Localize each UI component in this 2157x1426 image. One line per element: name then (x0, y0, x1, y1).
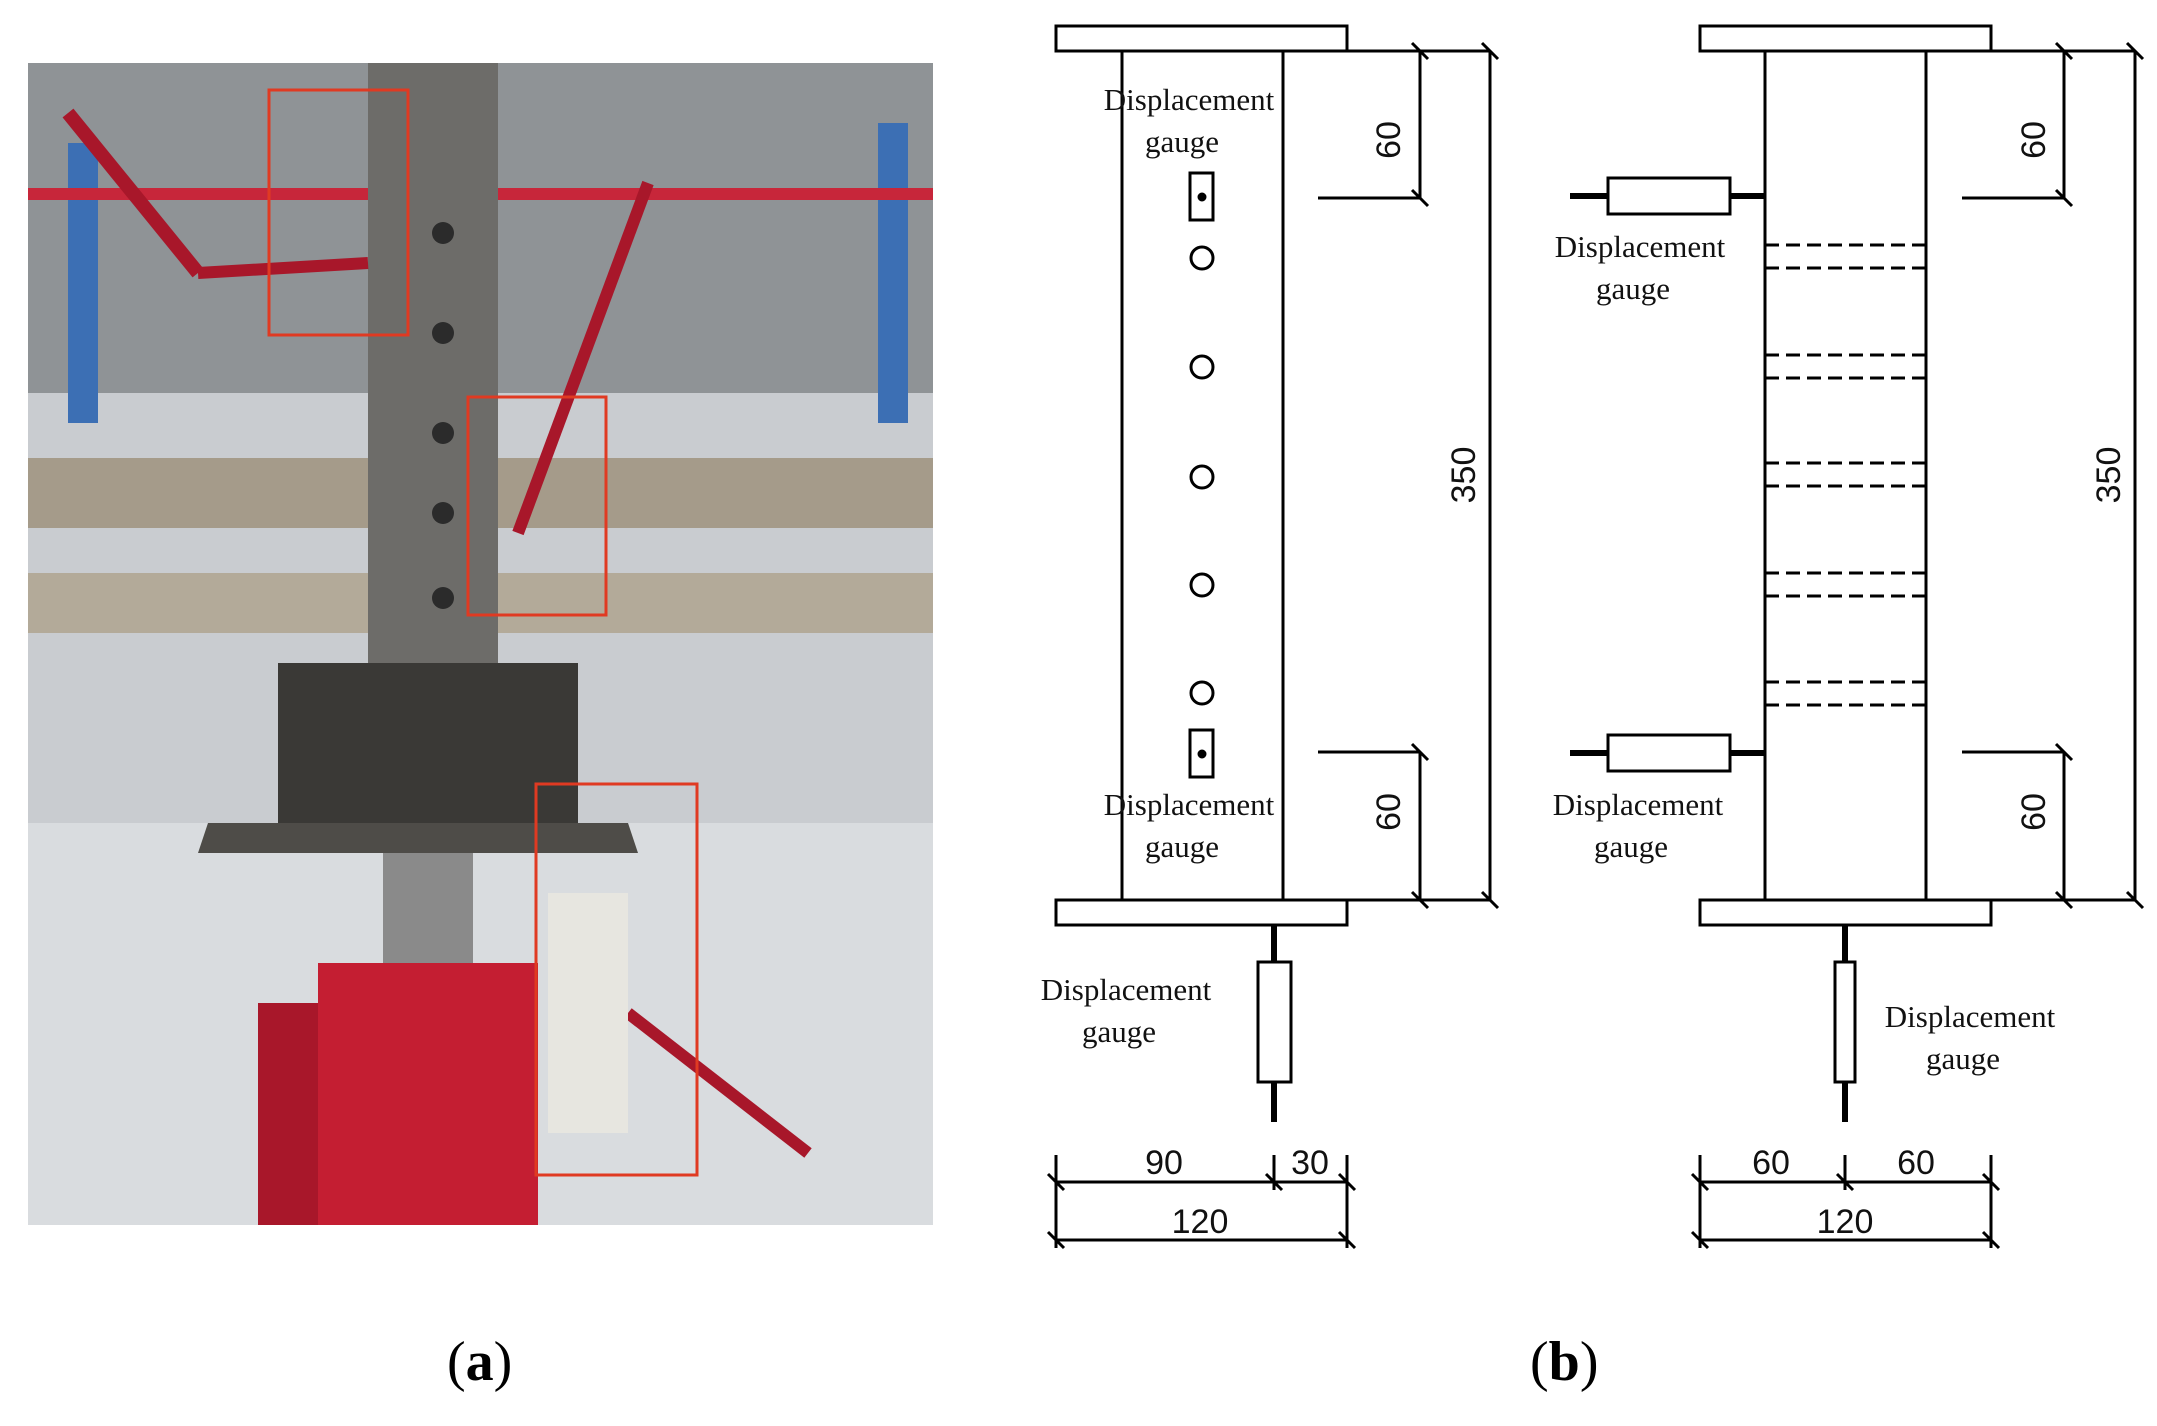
right-dashed-rows (1765, 243, 1926, 707)
right-top-plate (1698, 24, 1993, 53)
left-labels: Displacement gauge Displacement gauge Di… (1041, 82, 1483, 1241)
right-dim-tick (2054, 742, 2074, 762)
left-label-top-line2: gauge (1145, 124, 1219, 159)
photo-highlight-bottom (534, 782, 699, 1177)
left-bottom-gauge-marker (1188, 728, 1215, 779)
left-label-bottom-line1: Displacement (1041, 972, 1212, 1007)
base-plate (198, 823, 638, 853)
left-label-mid-line2: gauge (1145, 829, 1219, 864)
right-top-gauge (1606, 176, 1732, 216)
right-dim-tick (2054, 41, 2074, 61)
right-dim-width-b: 60 (1897, 1144, 1935, 1182)
left-bottom-plate (1054, 898, 1349, 927)
right-label-top-line1: Displacement (1555, 229, 1726, 264)
right-label-mid-line1: Displacement (1553, 787, 1724, 822)
lvdt-gauge-body (548, 893, 628, 1133)
left-hole (1189, 680, 1215, 706)
left-top-gauge-marker (1188, 171, 1215, 222)
bolt-hole (432, 322, 454, 344)
left-dim-bottom: 60 (1370, 793, 1408, 831)
left-width-tick (1337, 1172, 1357, 1192)
bolt-hole (432, 587, 454, 609)
right-label-bottom-line1: Displacement (1885, 999, 2056, 1034)
left-width-tick (1046, 1172, 1066, 1192)
left-top-gauge-dot (1197, 192, 1207, 202)
right-label-bottom-line2: gauge (1926, 1041, 2000, 1076)
right-bottom-gauge (1833, 960, 1857, 1084)
bolt-hole (432, 502, 454, 524)
magnetic-stand-arm (197, 257, 369, 279)
bolt-hole (432, 422, 454, 444)
caption-b-letter: b (1548, 1331, 1580, 1393)
right-width-tick (1690, 1172, 1710, 1192)
left-dim-tick (1480, 890, 1500, 910)
left-width-tick (1046, 1230, 1066, 1250)
test-setup-photo (28, 63, 933, 1225)
left-hole (1189, 572, 1215, 598)
hydraulic-jack (318, 963, 538, 1225)
left-dim-width-total: 120 (1172, 1203, 1229, 1241)
right-dim-width-a: 60 (1752, 1144, 1790, 1182)
left-dim-width-a: 90 (1145, 1144, 1183, 1182)
left-hole (1189, 354, 1215, 380)
jack-piston (383, 853, 473, 963)
jack-handle (258, 1003, 318, 1225)
left-hole (1189, 245, 1215, 271)
left-dim-tick (1410, 890, 1430, 910)
left-label-mid-line1: Displacement (1104, 787, 1275, 822)
caption-b-open: ( (1530, 1331, 1549, 1393)
right-label-top-line2: gauge (1596, 271, 1670, 306)
bolt-hole (432, 222, 454, 244)
left-hole (1189, 464, 1215, 490)
right-dim-tick (2054, 188, 2074, 208)
left-dim-tick (1410, 41, 1430, 61)
right-dim-width-total: 120 (1817, 1203, 1874, 1241)
specimen-column (368, 63, 498, 663)
right-width-tick (1690, 1230, 1710, 1250)
right-dim-top: 60 (2015, 121, 2053, 159)
right-width-tick (1981, 1172, 2001, 1192)
magnetic-stand-arm (512, 180, 654, 536)
magnetic-stand-arm (624, 1008, 812, 1158)
left-bottom-gauge (1256, 960, 1293, 1084)
right-dim-height: 350 (2090, 447, 2128, 504)
left-dim-height: 350 (1445, 447, 1483, 504)
left-dim-tick (1410, 742, 1430, 762)
photo-highlight-middle (466, 395, 608, 617)
right-dim-tick (2125, 41, 2145, 61)
left-width-tick (1264, 1172, 1284, 1192)
right-dim-bottom: 60 (2015, 793, 2053, 831)
magnetic-stand-arm (62, 108, 204, 278)
right-dim-tick (2054, 890, 2074, 910)
caption-a-open: ( (447, 1331, 466, 1393)
blue-rack-right (878, 123, 908, 423)
left-dim-width-b: 30 (1291, 1144, 1329, 1182)
right-specimen (1570, 24, 2145, 1250)
left-label-top-line1: Displacement (1104, 82, 1275, 117)
left-top-plate (1054, 24, 1349, 53)
right-dim-tick (2125, 890, 2145, 910)
right-mid-gauge (1606, 733, 1732, 773)
caption-b-close: ) (1579, 1331, 1599, 1393)
caption-a: (a) (447, 1330, 512, 1394)
right-width-tick (1835, 1172, 1855, 1192)
photo-highlight-top (267, 88, 410, 337)
left-dim-tick (1480, 41, 1500, 61)
left-dim-top: 60 (1370, 121, 1408, 159)
caption-b: (b) (1530, 1330, 1598, 1394)
left-width-tick (1337, 1230, 1357, 1250)
left-specimen (1046, 24, 1500, 1250)
right-bottom-plate (1698, 898, 1993, 927)
base-box (278, 663, 578, 823)
left-bottom-gauge-dot (1197, 749, 1207, 759)
caption-a-close: ) (493, 1331, 513, 1393)
right-labels: Displacement gauge Displacement gauge Di… (1553, 121, 2128, 1241)
left-label-bottom-line2: gauge (1082, 1014, 1156, 1049)
caption-a-letter: a (465, 1331, 494, 1393)
left-dim-tick (1410, 188, 1430, 208)
right-label-mid-line2: gauge (1594, 829, 1668, 864)
right-width-tick (1981, 1230, 2001, 1250)
